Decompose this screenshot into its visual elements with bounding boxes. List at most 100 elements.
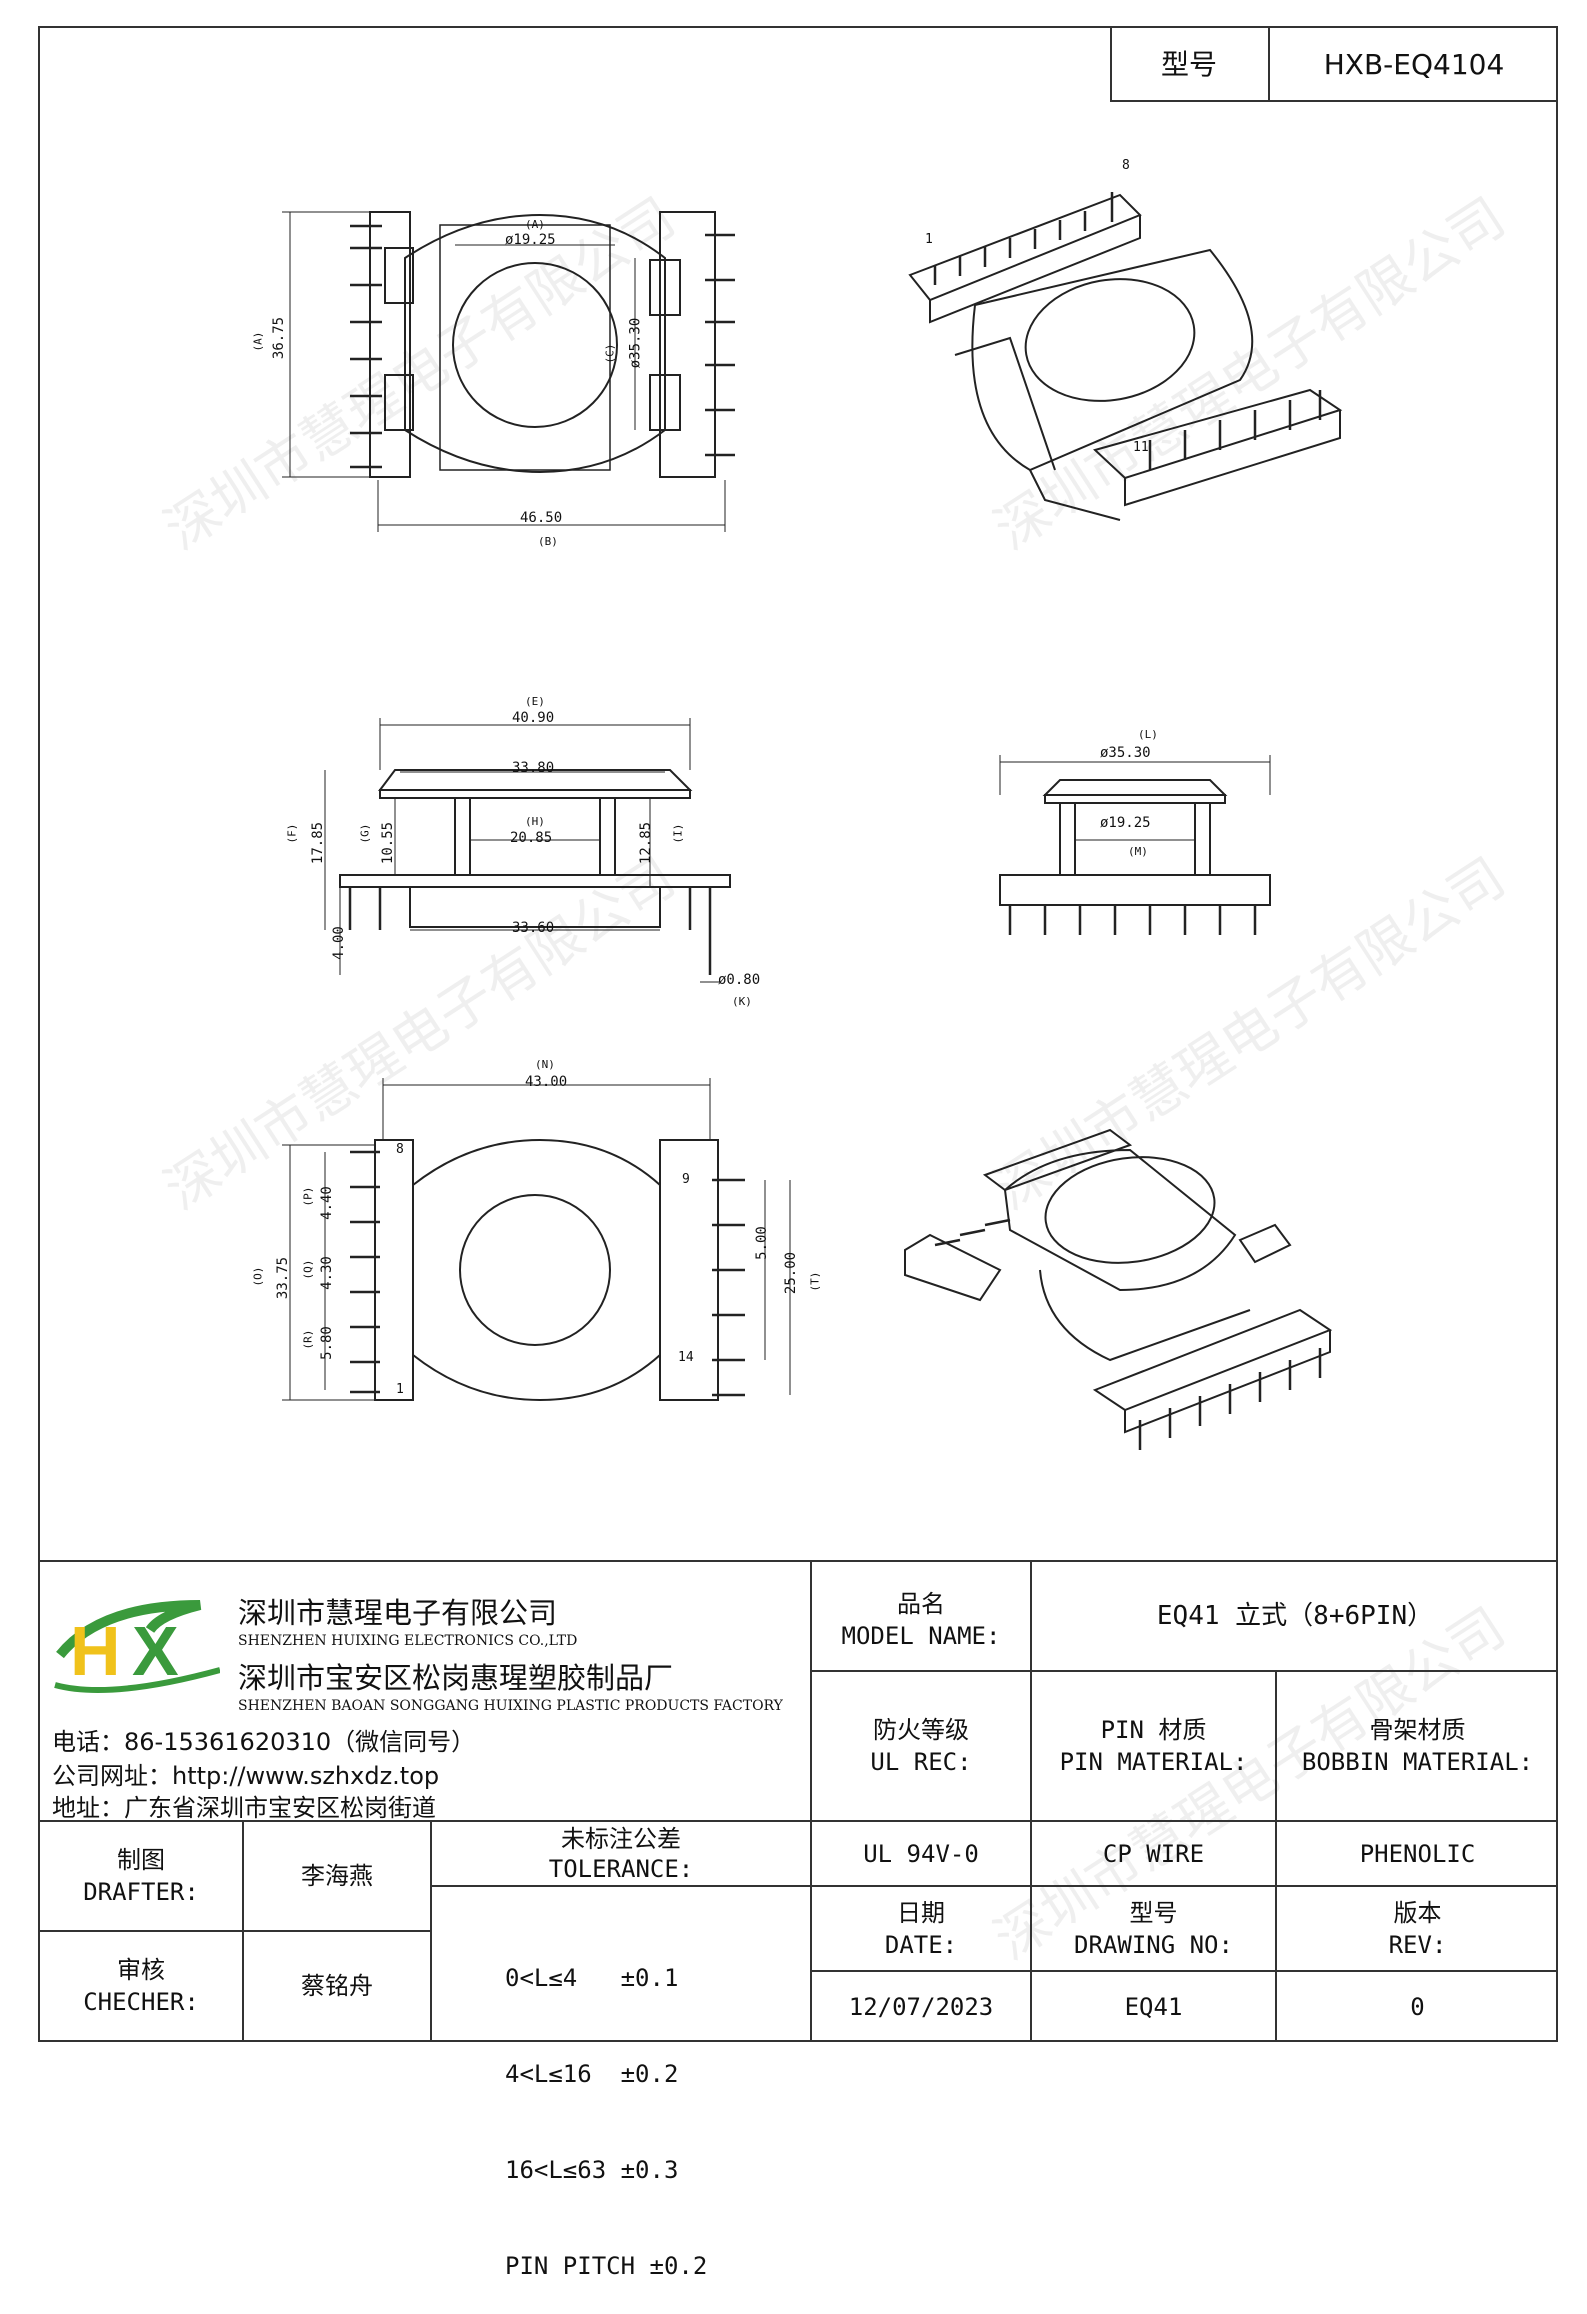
ul-rec-label-en: UL REC: [870, 1748, 972, 1776]
company-name-en-2: SHENZHEN BAOAN SONGGANG HUIXING PLASTIC … [238, 1698, 783, 1714]
iso-pin-first: 1 [925, 232, 933, 247]
checker-label-en: CHECHER: [83, 1988, 199, 2016]
bottom-dim-p1-tag: (P) [301, 1186, 315, 1207]
drawing-frame [38, 26, 1558, 2042]
company-address: 地址：广东省深圳市宝安区松岗街道 [52, 1794, 436, 1822]
pin-material-label: PIN 材质 PIN MATERIAL: [1032, 1672, 1275, 1820]
side-dim-pin-len: 4.00 [330, 926, 347, 960]
technical-drawings [282, 192, 1343, 1450]
bottom-dim-left-total-tag: (O) [251, 1266, 265, 1287]
side-dim-pin-dia: ø0.80 [718, 972, 761, 988]
logo-swoosh-icon: H X [54, 1600, 220, 1693]
bottom-view-drawing [282, 1078, 791, 1402]
side-dim-mid: 33.80 [512, 760, 555, 776]
top-dim-hole: ø19.25 [505, 232, 556, 248]
svg-text:H: H [70, 1612, 121, 1690]
checker-label: 审核 CHECHER: [40, 1932, 242, 2040]
pin-material-label-cn: PIN 材质 [1100, 1716, 1207, 1744]
drafter-label-cn: 制图 [117, 1846, 165, 1874]
tolerance-table: 0<L≤4 ±0.1 4<L≤16 ±0.2 16<L≤63 ±0.3 PIN … [505, 1898, 707, 2314]
iso-top-drawing [908, 192, 1343, 521]
ul-rec-label: 防火等级 UL REC: [812, 1672, 1030, 1820]
bottom-dim-width-tag: (N) [535, 1058, 555, 1071]
top-dim-flange-tag: (C) [603, 343, 617, 364]
pin-material-label-en: PIN MATERIAL: [1059, 1748, 1248, 1776]
rev-label-en: REV: [1388, 1930, 1447, 1959]
side-dim-right-h: 12.85 [638, 821, 655, 865]
top-dim-height-tag: (A) [251, 331, 265, 352]
tolerance-line-4: PIN PITCH ±0.2 [505, 2252, 708, 2280]
company-name-en-1: SHENZHEN HUIXING ELECTRONICS CO.,LTD [238, 1633, 578, 1649]
side-dim-top-tag: (E) [525, 695, 545, 708]
company-website: 公司网址：http://www.szhxdz.top [52, 1762, 440, 1790]
drafter-label: 制图 DRAFTER: [40, 1822, 242, 1930]
bottom-dim-p3: 5.80 [318, 1326, 335, 1360]
svg-text:X: X [132, 1612, 179, 1690]
bottom-dim-r2: 25.00 [783, 1251, 800, 1295]
tolerance-line-3: 16<L≤63 ±0.3 [505, 2156, 679, 2184]
rev-label: 版本 REV: [1277, 1887, 1558, 1970]
top-dim-flange: ø35.30 [627, 317, 644, 369]
company-name-cn-2: 深圳市宝安区松岗惠瑆塑胶制品厂 [238, 1661, 674, 1695]
front-dim-flange: ø35.30 [1100, 745, 1151, 761]
checker-name: 蔡铭舟 [301, 1972, 373, 2000]
bottom-pin-8: 8 [396, 1142, 404, 1157]
bottom-dim-left-total: 33.75 [275, 1256, 292, 1300]
tolerance-line-1: 0<L≤4 ±0.1 [505, 1964, 679, 1992]
top-dim-width-tag: (B) [538, 535, 558, 548]
bottom-dim-r1: 5.00 [753, 1226, 770, 1260]
bobbin-material-label-en: BOBBIN MATERIAL: [1301, 1748, 1534, 1776]
drawing-no-label-en: DRAWING NO: [1074, 1930, 1233, 1959]
bottom-pin-9: 9 [682, 1172, 690, 1187]
side-dim-right-h-tag: (I) [671, 823, 685, 844]
iso-bottom-drawing [904, 1128, 1333, 1450]
top-dim-height: 36.75 [271, 316, 288, 360]
company-name-cn-1: 深圳市慧瑆电子有限公司 [238, 1596, 558, 1630]
top-dim-hole-tag: (A) [525, 218, 545, 231]
model-name-label-cn: 品名 [897, 1590, 945, 1618]
side-dim-inner-h-tag: (G) [358, 823, 372, 844]
pin-material-value: CP WIRE [1102, 1839, 1205, 1868]
checker-label-cn: 审核 [117, 1956, 165, 1984]
front-dim-hole: ø19.25 [1100, 815, 1151, 831]
ul-rec-label-cn: 防火等级 [873, 1716, 969, 1744]
iso-pin-other: 11 [1133, 440, 1149, 455]
tolerance-line-2: 4<L≤16 ±0.2 [505, 2060, 679, 2088]
date-label-cn: 日期 [897, 1898, 945, 1927]
model-name-value: EQ41 立式（8+6PIN） [1156, 1601, 1434, 1631]
top-view-drawing [282, 211, 735, 532]
side-dim-pin-dia-tag: (K) [732, 995, 752, 1008]
iso-pin-last: 8 [1122, 158, 1130, 173]
date-value: 12/07/2023 [848, 1993, 994, 2021]
bottom-dim-p2: 4.30 [318, 1256, 335, 1290]
model-name-label-en: MODEL NAME: [841, 1622, 1001, 1650]
front-dim-flange-tag: (L) [1138, 728, 1158, 741]
model-header-value: HXB-EQ4104 [1323, 48, 1505, 81]
bottom-dim-p1: 4.40 [318, 1186, 335, 1220]
model-name-label: 品名 MODEL NAME: [812, 1575, 1030, 1665]
ul-rec-value: UL 94V-0 [863, 1839, 979, 1868]
front-view-drawing [999, 755, 1271, 935]
bottom-dim-width: 43.00 [525, 1074, 568, 1090]
rev-value: 0 [1410, 1993, 1425, 2021]
side-dim-total-h: 17.85 [310, 821, 327, 865]
drawing-no-value: EQ41 [1124, 1993, 1183, 2021]
bottom-dim-p3-tag: (R) [301, 1329, 315, 1350]
bobbin-material-label: 骨架材质 BOBBIN MATERIAL: [1277, 1672, 1558, 1820]
bottom-pin-1: 1 [396, 1382, 404, 1397]
tolerance-label-cn: 未标注公差 [561, 1824, 681, 1853]
tolerance-label: 未标注公差 TOLERANCE: [432, 1822, 810, 1885]
date-label-en: DATE: [884, 1930, 958, 1959]
bottom-pin-14: 14 [678, 1350, 694, 1365]
model-header-label: 型号 [1160, 48, 1217, 81]
drafter-label-en: DRAFTER: [83, 1878, 199, 1906]
side-view-drawing [324, 718, 731, 983]
date-label: 日期 DATE: [812, 1887, 1030, 1970]
company-phone: 电话：86-15361620310（微信同号） [52, 1728, 476, 1756]
drawing-no-label: 型号 DRAWING NO: [1032, 1887, 1275, 1970]
drafter-name: 李海燕 [301, 1862, 373, 1890]
drawing-no-label-cn: 型号 [1129, 1898, 1178, 1927]
top-dim-width: 46.50 [520, 510, 563, 526]
side-dim-total-h-tag: (F) [285, 823, 299, 844]
bobbin-material-value: PHENOLIC [1359, 1839, 1476, 1868]
